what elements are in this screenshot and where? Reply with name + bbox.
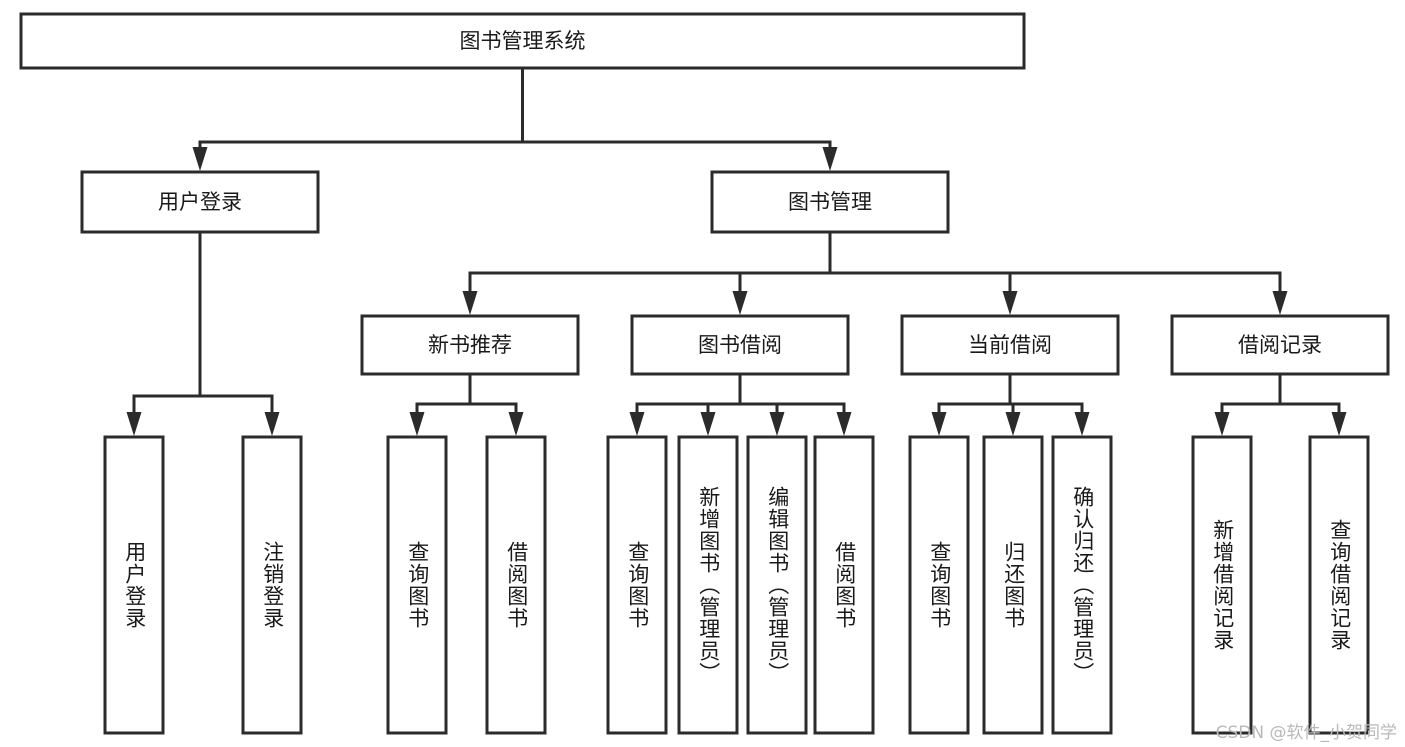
node-label-borrow-record: 借阅记录	[1238, 333, 1322, 357]
node-label-book-manage: 图书管理	[788, 190, 872, 214]
node-box-leaf-query-book-cur[interactable]	[908, 435, 970, 735]
node-box-leaf-add-book[interactable]	[677, 435, 739, 735]
node-box-leaf-add-borrow-record[interactable]	[1191, 435, 1253, 735]
node-box-leaf-user-logout[interactable]	[241, 435, 303, 735]
node-box-leaf-query-book-borrow[interactable]	[606, 435, 668, 735]
node-label-book-borrow: 图书借阅	[698, 333, 782, 357]
node-box-leaf-borrow-book-rec[interactable]	[485, 435, 547, 735]
connector-conn-bookmanage-to-level3	[462, 230, 1288, 315]
node-label-user-login: 用户登录	[158, 190, 242, 214]
node-label-root: 图书管理系统	[460, 29, 586, 53]
node-box-user-login[interactable]	[80, 170, 320, 234]
connectors-layer	[126, 66, 1347, 436]
node-box-new-book-recommend[interactable]	[360, 314, 580, 376]
connector-conn-rec-to-leaves	[409, 372, 524, 436]
node-box-book-manage[interactable]	[710, 170, 950, 234]
watermark-text: CSDN @软件_小贺同学	[1215, 723, 1397, 743]
connector-conn-userlogin-to-leaves	[126, 230, 280, 436]
node-box-leaf-borrow-book[interactable]	[813, 435, 875, 735]
connector-conn-rec2-to-leaves	[1214, 372, 1347, 436]
node-box-leaf-user-login[interactable]	[103, 435, 165, 735]
connector-conn-root-to-level2	[192, 66, 838, 171]
node-box-borrow-record[interactable]	[1170, 314, 1390, 376]
node-box-leaf-query-book-rec[interactable]	[386, 435, 448, 735]
node-box-leaf-edit-book[interactable]	[746, 435, 808, 735]
node-box-current-borrow[interactable]	[900, 314, 1120, 376]
node-box-root[interactable]	[19, 12, 1026, 70]
connector-conn-borrow-to-leaves	[629, 372, 852, 436]
node-box-leaf-confirm-return[interactable]	[1051, 435, 1113, 735]
node-label-current-borrow: 当前借阅	[968, 333, 1052, 357]
connector-conn-cur-to-leaves	[931, 372, 1090, 436]
node-box-leaf-query-borrow-record[interactable]	[1308, 435, 1370, 735]
boxes-layer	[19, 12, 1390, 735]
node-box-book-borrow[interactable]	[630, 314, 850, 376]
node-box-leaf-return-book[interactable]	[982, 435, 1044, 735]
node-label-new-book-recommend: 新书推荐	[428, 333, 512, 357]
